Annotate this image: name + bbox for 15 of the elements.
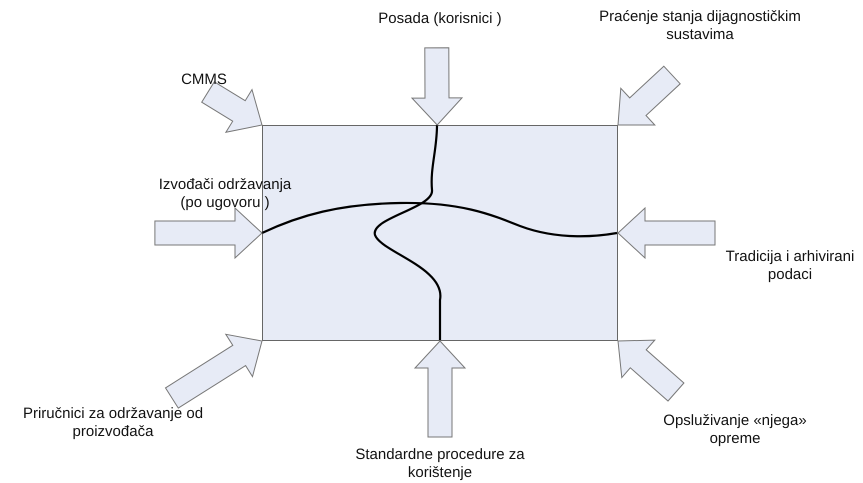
input-label: Standardne procedure za korištenje (340, 446, 540, 482)
block-arrow (154, 206, 263, 260)
input-label: Opsluživanje «njega» opreme (655, 412, 815, 448)
input-label: CMMS (172, 71, 236, 89)
input-label: Posada (korisnici ) (360, 10, 520, 28)
input-label: Praćenje stanja dijagnostičkim sustavima (575, 8, 825, 44)
block-arrow (201, 81, 263, 134)
input-label: Tradicija i arhivirani podaci (725, 248, 855, 284)
input-label: Priručnici za održavanje od proizvođača (18, 405, 208, 441)
block-arrow (617, 66, 681, 126)
block-arrow (617, 206, 716, 260)
block-arrow (410, 47, 464, 126)
block-arrow (617, 340, 685, 402)
block-arrow (414, 340, 466, 438)
block-arrow (164, 334, 263, 409)
